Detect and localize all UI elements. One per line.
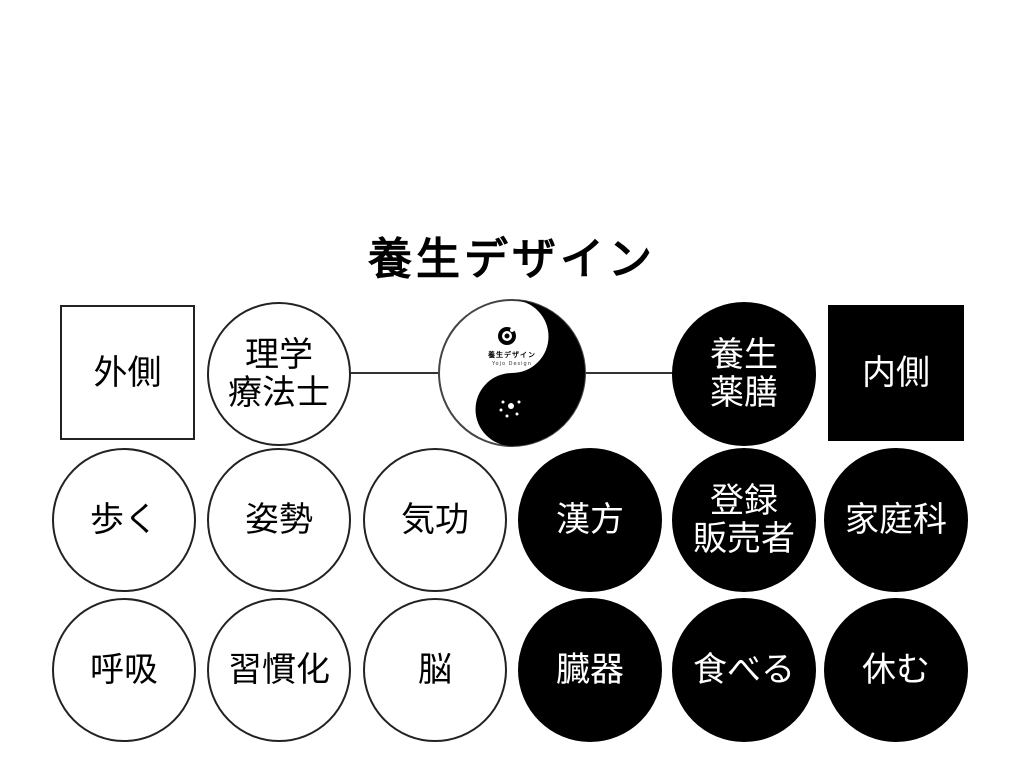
- inner-node-registered-seller: 登録 販売者: [672, 448, 816, 592]
- outer-node-label: 呼吸: [90, 650, 158, 690]
- connector-right: [585, 372, 675, 374]
- outer-node-label: 理学 療法士: [228, 335, 330, 413]
- inner-node-label: 家庭科: [845, 500, 947, 540]
- page-title: 養生デザイン: [368, 234, 656, 285]
- outer-header: 外側: [60, 305, 195, 440]
- outer-node-label: 気功: [401, 500, 469, 540]
- outer-node-posture: 姿勢: [207, 448, 351, 592]
- inner-node-rest: 休む: [824, 598, 968, 742]
- yin-yang-icon: [438, 299, 586, 447]
- outer-node-qigong: 気功: [363, 448, 507, 592]
- inner-node-yojo-yakuzen: 養生 薬膳: [672, 302, 816, 446]
- inner-node-label: 養生 薬膳: [710, 335, 778, 413]
- inner-node-eat: 食べる: [672, 598, 816, 742]
- inner-node-label: 休む: [862, 650, 930, 690]
- inner-node-kampo: 漢方: [518, 448, 662, 592]
- inner-node-organs: 臓器: [518, 598, 662, 742]
- outer-node-label: 習慣化: [228, 650, 330, 690]
- inner-node-home-economics: 家庭科: [824, 448, 968, 592]
- yojo-design-logo: 養生デザイン Yojo Design: [437, 298, 587, 448]
- inner-node-label: 食べる: [693, 650, 795, 690]
- inner-node-label: 臓器: [556, 650, 624, 690]
- inner-header-label: 内側: [862, 353, 930, 393]
- connector-left: [350, 372, 440, 374]
- outer-node-breathing: 呼吸: [52, 598, 196, 742]
- outer-header-label: 外側: [93, 352, 162, 393]
- inner-header: 内側: [828, 305, 964, 441]
- inner-node-label: 漢方: [556, 500, 624, 540]
- logo-title: 養生デザイン: [488, 351, 536, 359]
- outer-node-label: 姿勢: [245, 500, 313, 540]
- logo-subtitle: Yojo Design: [492, 361, 532, 367]
- outer-node-label: 歩く: [90, 500, 158, 540]
- outer-node-habit: 習慣化: [207, 598, 351, 742]
- outer-node-walk: 歩く: [52, 448, 196, 592]
- inner-node-label: 登録 販売者: [693, 481, 795, 559]
- outer-node-label: 脳: [418, 650, 452, 690]
- outer-node-physiotherapist: 理学 療法士: [207, 302, 351, 446]
- outer-node-brain: 脳: [363, 598, 507, 742]
